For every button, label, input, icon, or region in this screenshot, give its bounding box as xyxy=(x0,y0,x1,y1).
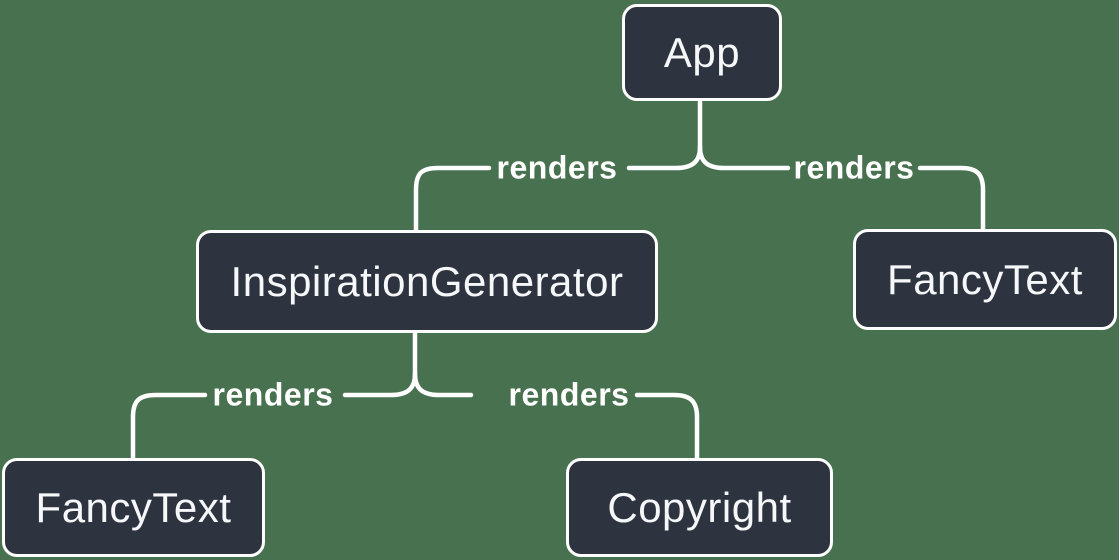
node-copyright-label: Copyright xyxy=(607,483,792,531)
edge-to-copyright xyxy=(634,392,700,462)
edge-inspiration-stem-left-branch xyxy=(342,331,418,398)
edge-inspiration-right-branch xyxy=(412,371,474,398)
edge-label-inspiration-renders-fancy-text: renders xyxy=(212,376,334,413)
node-inspiration-generator: InspirationGenerator xyxy=(196,230,658,333)
edge-app-right-branch xyxy=(697,144,791,171)
edge-to-inspiration-generator xyxy=(413,165,492,234)
edge-app-stem-left-branch xyxy=(626,99,703,171)
node-inspiration-generator-label: InspirationGenerator xyxy=(230,257,624,305)
edge-label-inspiration-renders-copyright: renders xyxy=(508,376,630,413)
node-copyright: Copyright xyxy=(566,458,833,557)
edge-to-fancy-text-top xyxy=(917,165,986,233)
edge-to-fancy-text-bottom xyxy=(130,392,208,462)
node-fancy-text-bottom: FancyText xyxy=(2,458,265,557)
node-app: App xyxy=(622,4,782,101)
edge-label-app-renders-fancy-text: renders xyxy=(793,149,915,186)
edge-label-app-renders-inspiration: renders xyxy=(496,149,618,186)
node-fancy-text-top: FancyText xyxy=(853,229,1117,330)
node-fancy-text-top-label: FancyText xyxy=(887,255,1083,303)
node-fancy-text-bottom-label: FancyText xyxy=(35,483,232,531)
node-app-label: App xyxy=(663,28,741,76)
